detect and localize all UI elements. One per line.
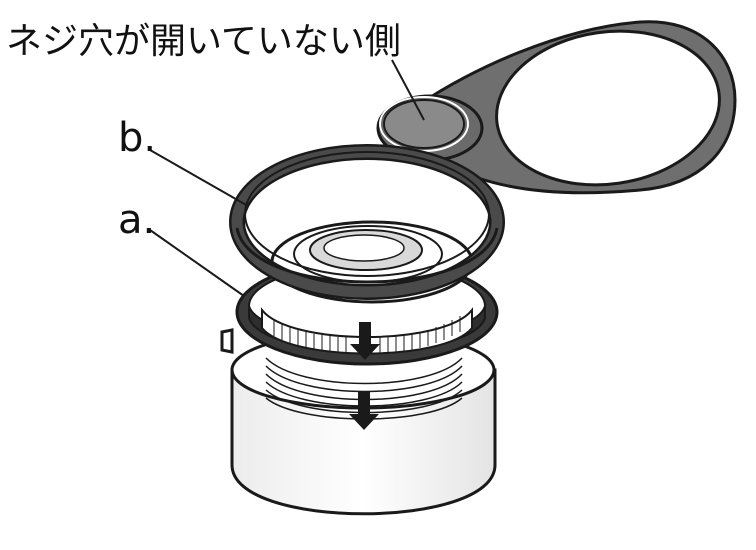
side-clip [220,328,234,354]
unthreaded-knob [376,94,484,162]
ring-b [229,144,505,300]
leader-lines [149,59,425,297]
down-arrow-icon [350,322,380,360]
leader-line-unthreaded [391,59,425,121]
label-part-b: b. [118,115,157,161]
leader-line-b [149,149,249,207]
leader-line-a [149,229,245,297]
strap-tab [418,20,737,195]
label-part-a: a. [118,197,156,243]
label-unthreaded-side: ネジ穴が開いていない側 [6,21,401,62]
strap-hole [495,29,721,187]
down-arrow-icon-lower [349,392,379,430]
